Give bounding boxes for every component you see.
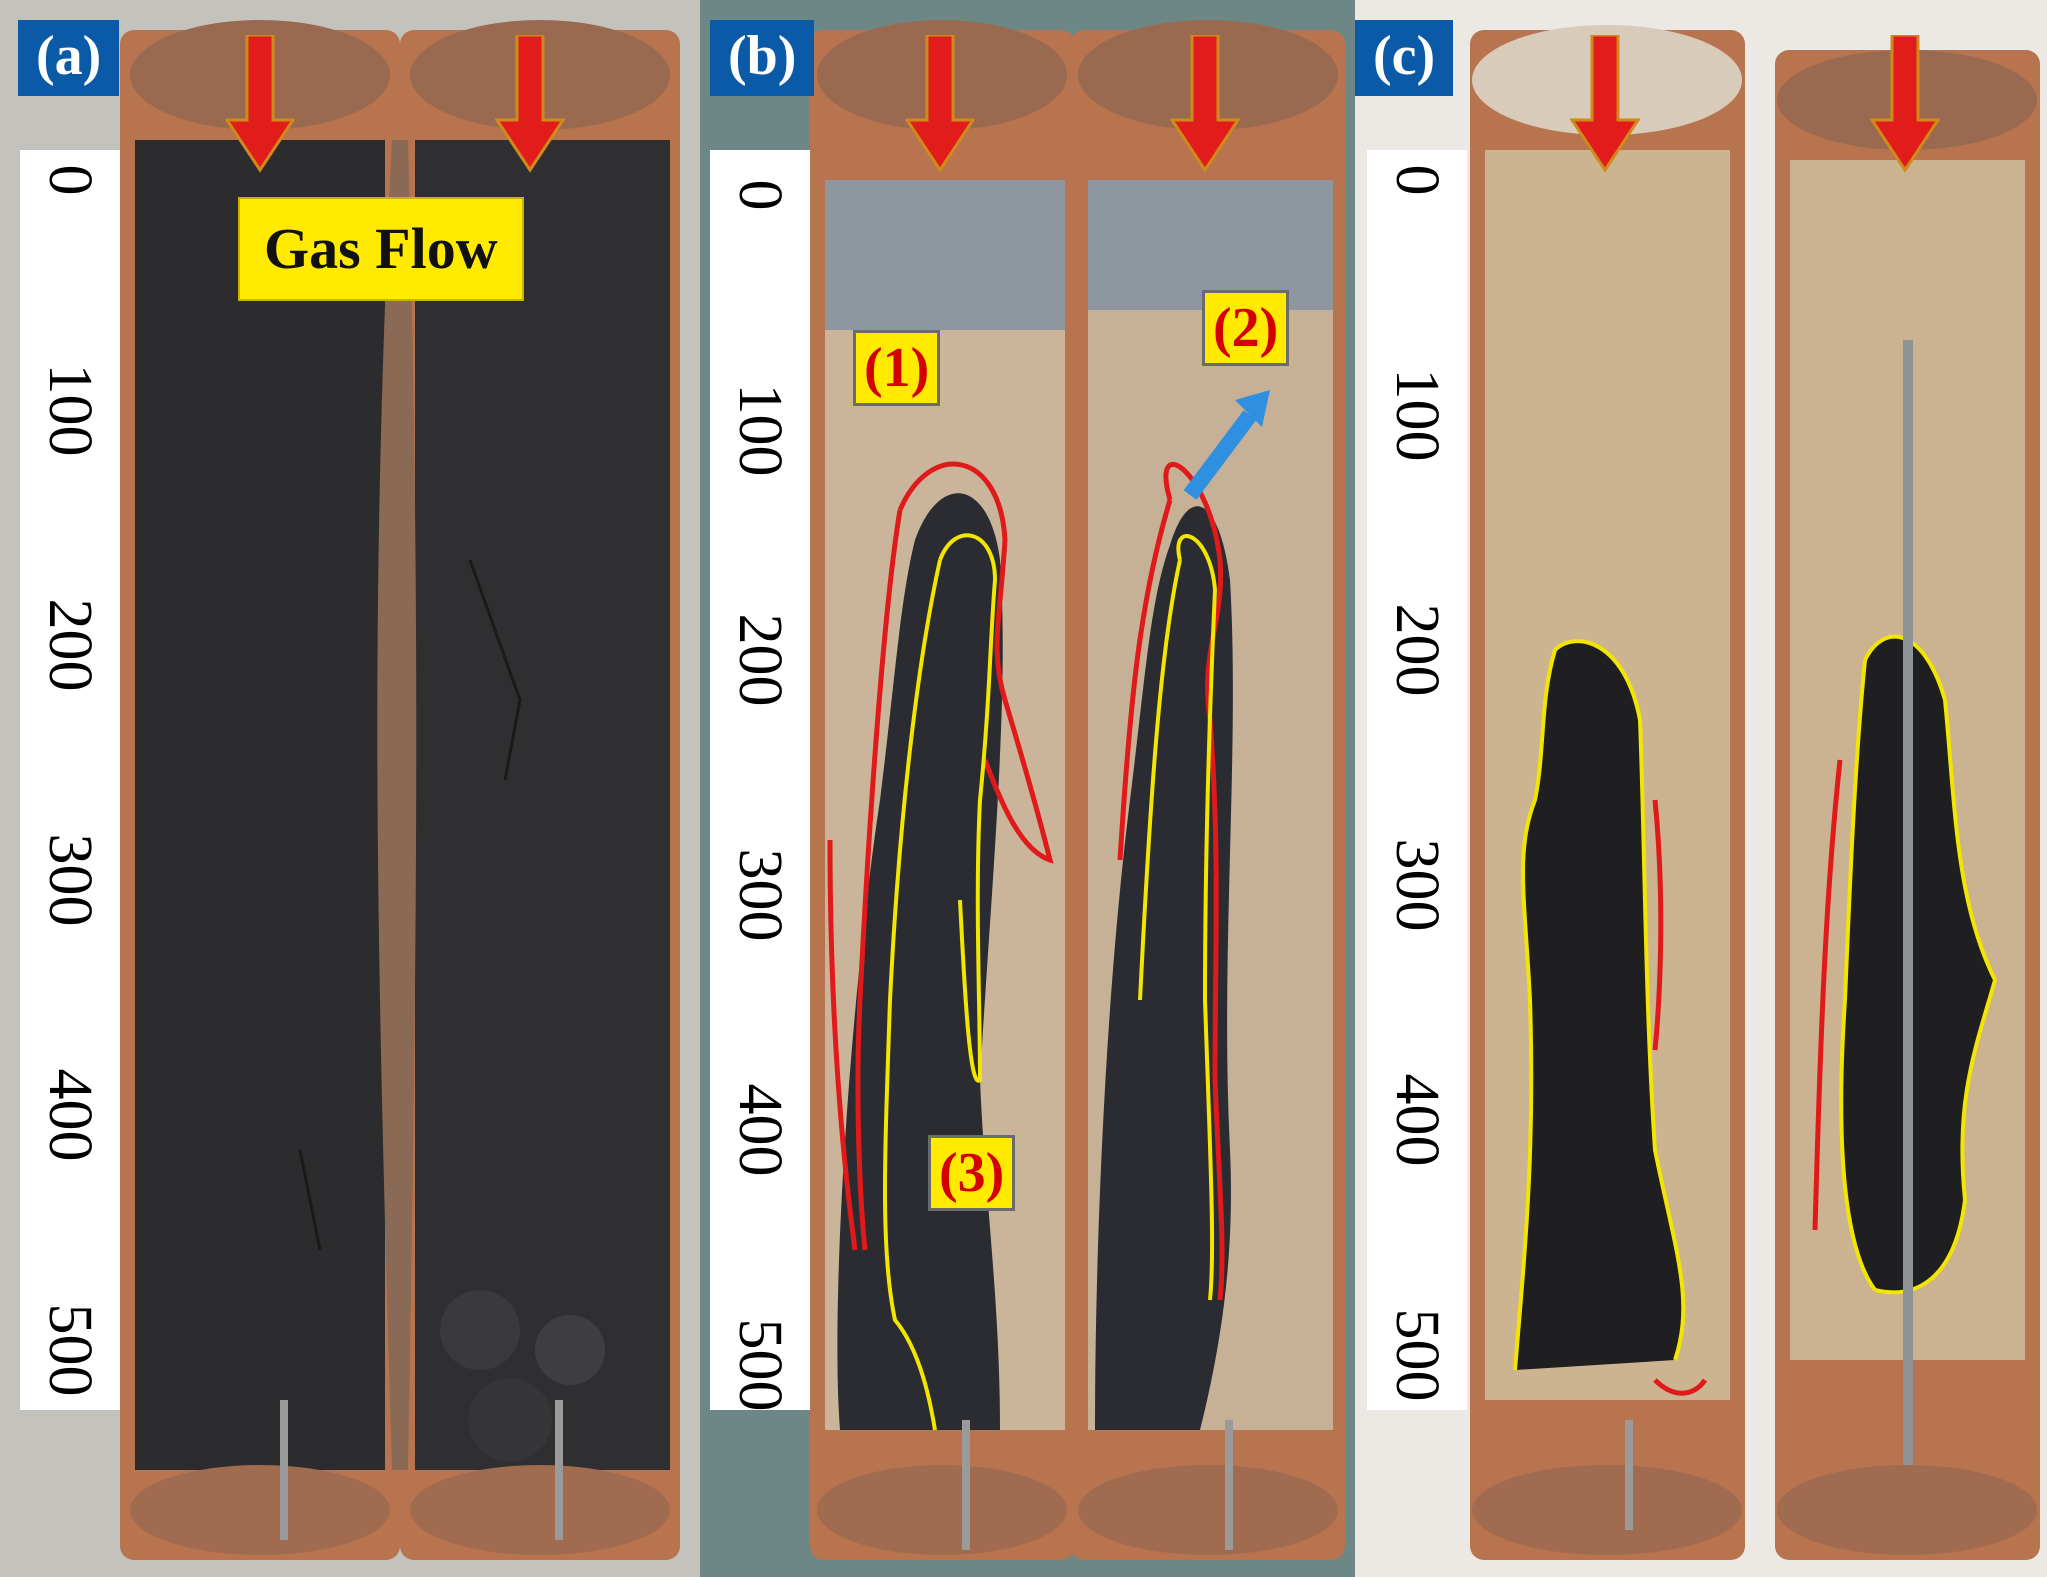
depth-ruler-b: 0 100 200 300 400 500 bbox=[710, 150, 810, 1412]
tick-label: 300 bbox=[1383, 838, 1451, 932]
carbon-bed-right bbox=[415, 140, 670, 1470]
down-arrow-icon bbox=[1570, 35, 1640, 173]
tick-label: 100 bbox=[36, 363, 104, 457]
tick-label: 0 bbox=[36, 164, 104, 196]
tick-label: 0 bbox=[726, 179, 794, 211]
tick-label: 400 bbox=[1383, 1073, 1451, 1167]
tick-label: 100 bbox=[726, 383, 794, 477]
down-arrow-icon bbox=[495, 35, 565, 173]
panel-a: 0 100 200 300 400 500 (a) Gas Flow bbox=[0, 0, 700, 1577]
panel-b: 0 100 200 300 400 500 (b) (1) (2) (3) bbox=[700, 0, 1355, 1577]
panel-tag-a: (a) bbox=[18, 20, 120, 96]
tick-label: 500 bbox=[726, 1318, 794, 1412]
tick-label: 500 bbox=[36, 1303, 104, 1397]
callout-1: (1) bbox=[853, 330, 941, 406]
tick-label: 400 bbox=[36, 1068, 104, 1162]
tick-label: 500 bbox=[1383, 1308, 1451, 1402]
inner-contour bbox=[938, 533, 998, 1083]
tick-label: 200 bbox=[1383, 603, 1451, 697]
down-arrow-icon bbox=[1170, 35, 1240, 173]
tick-label: 400 bbox=[726, 1083, 794, 1177]
tick-label: 200 bbox=[726, 613, 794, 707]
depth-ruler-a: 0 100 200 300 400 500 bbox=[20, 150, 120, 1410]
outer-contour bbox=[1652, 799, 1664, 1051]
outer-contour bbox=[897, 461, 1054, 864]
depth-ruler-c: 0 100 200 300 400 500 bbox=[1367, 150, 1467, 1410]
down-arrow-icon bbox=[905, 35, 975, 173]
tick-label: 300 bbox=[726, 848, 794, 942]
tick-label: 0 bbox=[1383, 164, 1451, 196]
callout-2: (2) bbox=[1202, 290, 1290, 366]
gas-flow-label: Gas Flow bbox=[238, 197, 524, 301]
carbon-bed-left bbox=[135, 140, 385, 1470]
panel-c: 0 100 200 300 400 500 (c) bbox=[1355, 0, 2047, 1577]
down-arrow-icon bbox=[225, 35, 295, 173]
tick-label: 200 bbox=[36, 598, 104, 692]
panel-tag-c: (c) bbox=[1355, 20, 1454, 96]
inner-contour bbox=[1553, 639, 1686, 1361]
tick-label: 300 bbox=[36, 833, 104, 927]
diagonal-arrow-icon bbox=[1183, 390, 1270, 500]
panel-tag-b: (b) bbox=[710, 20, 815, 96]
callout-3: (3) bbox=[928, 1135, 1016, 1211]
tick-label: 100 bbox=[1383, 368, 1451, 462]
panel-c-photo bbox=[1355, 0, 2047, 1577]
down-arrow-icon bbox=[1870, 35, 1940, 173]
